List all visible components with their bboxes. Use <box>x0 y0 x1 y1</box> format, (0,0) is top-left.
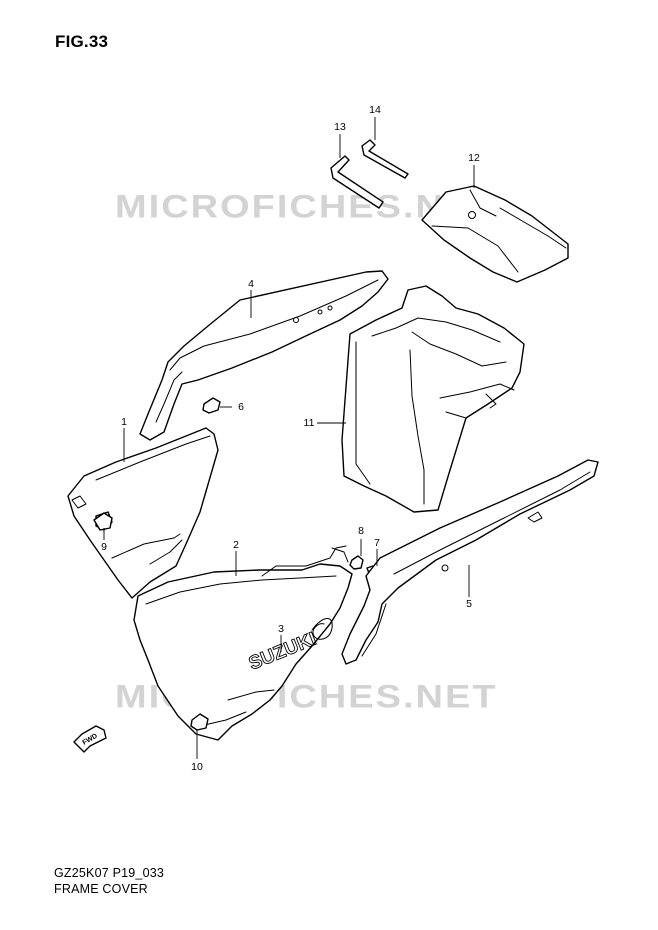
part-2-side-cover: SUZUKI <box>133 545 353 741</box>
callout-11: 11 <box>303 417 315 429</box>
callout-12: 12 <box>468 152 480 164</box>
part-9-grommet <box>93 512 113 531</box>
part-10-grommet <box>190 713 209 731</box>
callout-3: 3 <box>278 623 284 635</box>
leader-lines <box>103 117 475 759</box>
part-11-inner-cover <box>341 285 525 513</box>
part-4-frame-cover-bracket <box>139 270 389 441</box>
part-14-tool <box>361 139 409 179</box>
callout-4: 4 <box>248 278 254 290</box>
callout-9: 9 <box>101 541 107 553</box>
callout-7: 7 <box>374 537 380 549</box>
part-12-tool-bag <box>421 185 569 283</box>
part-13-hex-wrench <box>330 155 384 209</box>
part-5-frame-bracket <box>341 459 599 665</box>
callout-6: 6 <box>238 401 244 413</box>
model-code: GZ25K07 P19_033 <box>54 866 165 880</box>
figure-label: FIG.33 <box>55 32 109 51</box>
callout-14: 14 <box>369 104 381 116</box>
part-1-frame-cover-left <box>67 427 219 599</box>
fwd-arrow-icon: FWD <box>73 725 107 753</box>
part-6-clip <box>202 397 221 414</box>
callout-5: 5 <box>466 598 472 610</box>
callout-13: 13 <box>334 121 346 133</box>
callout-10: 10 <box>191 761 203 773</box>
callout-1: 1 <box>121 416 127 428</box>
part-8-grommet <box>349 555 364 570</box>
section-title: FRAME COVER <box>54 882 148 896</box>
callout-8: 8 <box>358 525 364 537</box>
callout-2: 2 <box>233 539 239 551</box>
